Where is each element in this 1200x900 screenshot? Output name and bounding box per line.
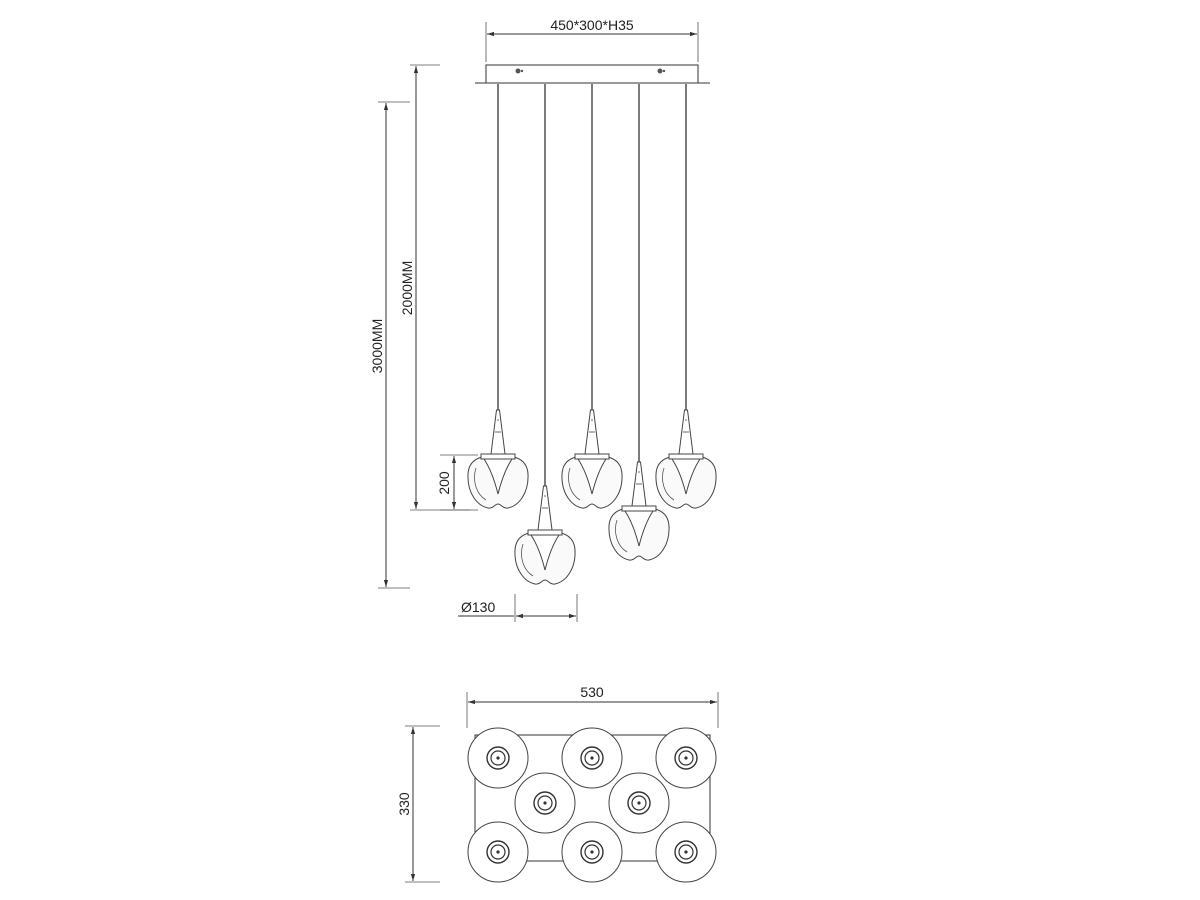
plan-width-dimension: 530 xyxy=(466,684,719,728)
pendant-2 xyxy=(514,485,576,585)
shade-height-dimension: 200 xyxy=(436,454,478,511)
cords xyxy=(497,84,687,486)
elevation-view: 450*300*H35 2000MM xyxy=(369,17,717,622)
pendant-3 xyxy=(561,409,623,509)
overall-height-dimension: 3000MM xyxy=(369,101,410,589)
plan-disc-2 xyxy=(561,727,623,789)
plan-disc-6 xyxy=(467,821,529,883)
canopy-dimension: 450*300*H35 xyxy=(485,17,699,62)
canopy-size-label: 450*300*H35 xyxy=(550,17,634,33)
shade-height-label: 200 xyxy=(436,471,452,495)
canopy xyxy=(475,64,710,84)
plan-depth-dimension: 330 xyxy=(396,725,440,883)
plan-view: 530 330 xyxy=(396,684,719,883)
cable-length-dimension: 2000MM xyxy=(399,64,470,511)
plan-disc-7 xyxy=(561,821,623,883)
pendant-1 xyxy=(467,409,529,509)
plan-disc-8 xyxy=(655,821,717,883)
plan-disc-5 xyxy=(608,772,670,834)
cable-length-label: 2000MM xyxy=(399,261,415,315)
pendants xyxy=(467,409,717,585)
pendant-5 xyxy=(655,409,717,509)
plan-width-label: 530 xyxy=(580,684,604,700)
shade-diameter-dimension: Ø130 xyxy=(458,594,578,622)
plan-disc-3 xyxy=(655,727,717,789)
plan-disc-4 xyxy=(514,772,576,834)
shade-diameter-label: Ø130 xyxy=(461,599,495,615)
plan-disc-1 xyxy=(467,727,529,789)
plan-depth-label: 330 xyxy=(396,792,412,816)
overall-height-label: 3000MM xyxy=(369,319,385,373)
